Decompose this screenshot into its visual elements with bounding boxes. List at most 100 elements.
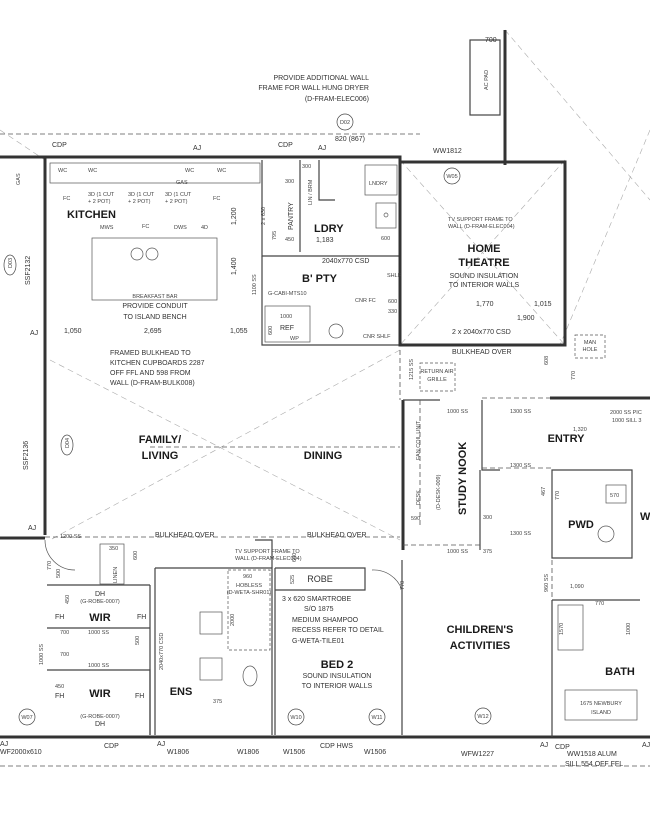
tag-w12: W12 (477, 714, 488, 720)
cupboard-label: 3D (1 CUT (128, 192, 155, 198)
window-ww1812: WW1812 (433, 148, 462, 155)
note-shampoo: MEDIUM SHAMPOO (292, 617, 359, 624)
wc-label: WC (88, 168, 97, 174)
dimension: 1000 SS (447, 549, 468, 555)
door-csd-theatre: 2 x 2040x770 CSD (452, 329, 511, 336)
dimension: 770 (555, 491, 561, 500)
note-shampoo: RECESS REFER TO DETAIL (292, 627, 384, 634)
dimension: 1570 (559, 623, 565, 635)
dimension: 350 (109, 546, 118, 552)
dimension: 600 (133, 551, 139, 560)
cupboard-label: + 2 POT) (88, 199, 111, 205)
note-bulkhead-over: BULKHEAD OVER (307, 532, 367, 539)
wc-label: WC (185, 168, 194, 174)
aj-marker: AJ (540, 742, 548, 749)
dimension: 960 (243, 574, 252, 580)
note-bulkhead-over: BULKHEAD OVER (452, 349, 512, 356)
window-wfw1227: WFW1227 (461, 751, 494, 758)
room-bpty: B' PTY (302, 273, 338, 285)
dimension: 600 (292, 553, 298, 562)
dimension: 700 (60, 652, 69, 658)
notes: PROVIDE ADDITIONAL WALL FRAME FOR WALL H… (80, 70, 622, 720)
dimension: 960 SS (544, 574, 550, 592)
dimension: 1000 SS (88, 630, 109, 636)
tag-circles (3, 113, 492, 726)
dimension: 770 (595, 601, 604, 607)
window-ww1518: WW1518 ALUM (567, 751, 617, 758)
tag-w07: W07 (21, 715, 32, 721)
note-smartrobe: S/O 1875 (304, 606, 334, 613)
dimension: 1000 SS (447, 409, 468, 415)
room-linen: LINEN (113, 567, 119, 583)
fc-label: FC (63, 196, 70, 202)
dimension: 1000 (626, 623, 632, 635)
wc-label: WC (217, 168, 226, 174)
tag-w10: W10 (290, 715, 301, 721)
ref-label: REF (280, 325, 294, 332)
dimension: 1,050 (64, 328, 82, 335)
cupboard-label: 3D (1 CUT (88, 192, 115, 198)
d02-size: 820 (867) (335, 136, 365, 143)
dimension: 2000 (230, 614, 236, 626)
room-family: FAMILY/ (139, 434, 181, 446)
dimension: 770 (47, 561, 53, 570)
note-shampoo: G-WETA-TILE01 (292, 638, 344, 645)
dimension: 330 (388, 309, 397, 315)
dimension: 770 (571, 371, 577, 380)
cdp-marker: CDP (52, 142, 67, 149)
dimension: 300 (285, 179, 294, 185)
note-bulkhead: WALL (D-FRAM-BULK008) (110, 380, 195, 387)
note-newbury: 1675 NEWBURY (580, 701, 622, 707)
door-ssf2132: SSF2132 (25, 256, 32, 285)
note-bulkhead: FRAMED BULKHEAD TO (110, 350, 191, 357)
fh-marker: FH (55, 614, 64, 621)
dimension: 770 (400, 581, 406, 590)
note-conduit: PROVIDE CONDUIT (122, 303, 188, 310)
dimension: 1,200 (231, 207, 238, 225)
kitchen-labels: WC WC WC WC FC FC FC 3D (1 CUT + 2 POT) … (58, 168, 402, 342)
note-corner-shelf: CNR SHLF (363, 334, 391, 340)
room-dining: DINING (304, 450, 343, 462)
dimension: 1215 SS (409, 359, 415, 380)
room-labels: KITCHEN PANTRY LIN / BRM LDRY B' PTY HOM… (67, 179, 650, 700)
dimension: 375 (483, 549, 492, 555)
corner-fc-label: CNR FC (355, 298, 376, 304)
dimension: 1000 SS (39, 644, 45, 665)
dimension: 1200 SS (60, 534, 81, 540)
dimension: 608 (544, 356, 550, 365)
room-living: LIVING (142, 450, 179, 462)
door-ssf2136: SSF2136 (23, 441, 30, 470)
fh-marker: FH (55, 693, 64, 700)
note-tv-theatre: WALL (D-FRAM-ELEC004) (448, 224, 515, 230)
room-study-nook: STUDY NOOK (457, 442, 469, 515)
wc-label: WC (58, 168, 67, 174)
room-home-theatre: HOME (468, 243, 501, 255)
opening-labels: 820 (867) WW1812 SSF2132 SSF2136 2040x77… (0, 136, 642, 768)
wp-label: WP (290, 336, 299, 342)
shelf-label: SHLF (387, 273, 402, 279)
room-pwd: PWD (568, 519, 594, 531)
note-robe-code: (G-ROBE-0007) (80, 599, 120, 605)
window-w1506: W1506 (364, 749, 386, 756)
dimension: 525 (290, 575, 296, 584)
walls (0, 30, 650, 739)
dimension: 1100 SS (252, 274, 258, 295)
tag-d03: D03 (8, 258, 14, 268)
4d-label: 4D (201, 225, 208, 231)
tag-w05: W05 (446, 174, 457, 180)
cdp-marker: CDP (555, 744, 570, 751)
room-pantry: PANTRY (288, 202, 295, 230)
dimension: 1300 SS (510, 409, 531, 415)
fh-marker: FH (137, 614, 146, 621)
dimension: 300 (302, 164, 311, 170)
note-return-air: RETURN AIR (420, 369, 453, 375)
room-robe: ROBE (307, 574, 333, 584)
dimension: 700 (485, 37, 497, 44)
room-wir-2: WIR (89, 688, 110, 700)
dimension: 375 (213, 699, 222, 705)
dimension: 450 (65, 595, 71, 604)
room-ldry: LDRY (314, 223, 344, 235)
aj-marker: AJ (193, 145, 201, 152)
room-wir-1: WIR (89, 612, 110, 624)
